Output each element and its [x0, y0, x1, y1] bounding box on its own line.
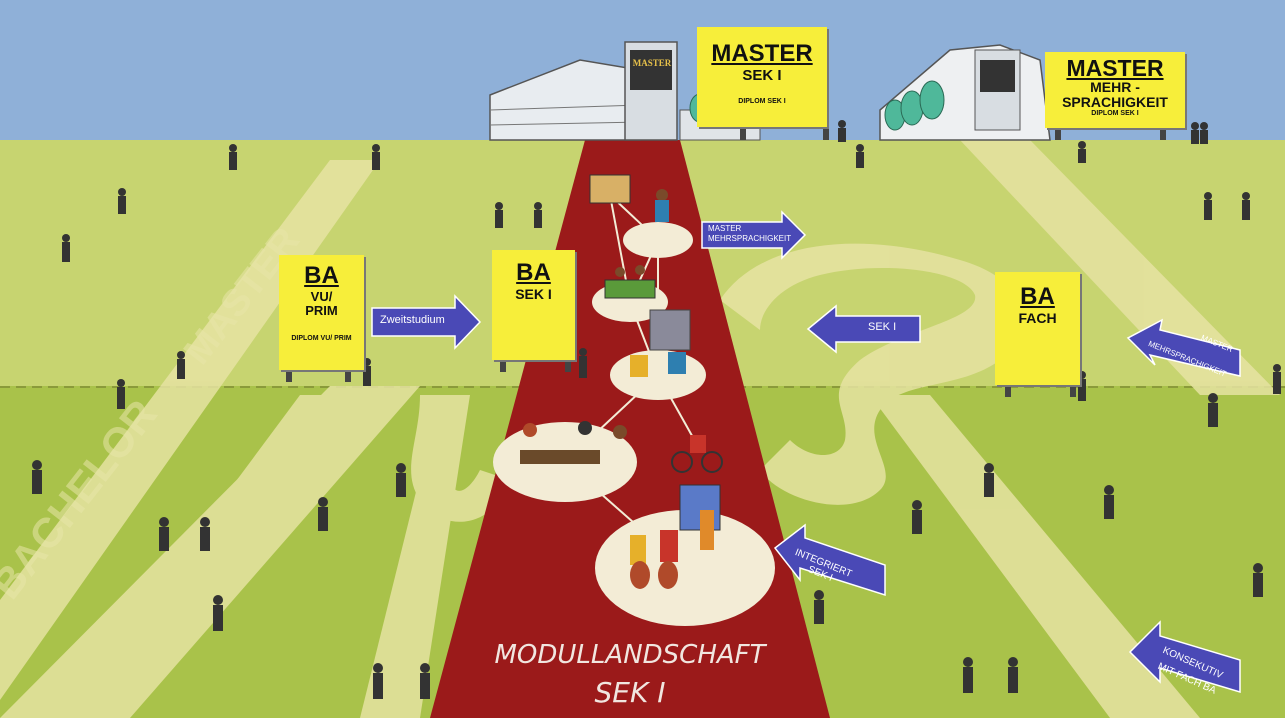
far-right-path [960, 140, 1280, 395]
sign-ba-fach-line1: FACH [1018, 310, 1057, 327]
silhouettes [32, 120, 1281, 699]
sign-posts [286, 125, 1166, 397]
sign-master-sek1: MASTER SEK I DIPLOM SEK I [697, 27, 827, 127]
sign-ba-vu-prim: BA VU/ PRIM DIPLOM VU/ PRIM [279, 255, 364, 370]
sign-ba-sek1-line1: SEK I [515, 286, 552, 303]
sign-master-mehr-line1: MEHR - [1090, 79, 1140, 96]
carpet-title: MODULLANDSCHAFT [494, 640, 766, 670]
sign-master-mehrsprachigkeit: MASTER MEHR - SPRACHIGKEIT DIPLOM SEK I [1045, 52, 1185, 128]
arrow-sek1 [806, 304, 921, 354]
arrow-integriert [773, 523, 886, 597]
arrow-master-mehr-label-2: MEHRSPRACHIGKEIT [708, 234, 792, 243]
sign-master-mehr-line2: SPRACHIGKEIT [1062, 93, 1168, 110]
sign-ba-fach-title: BA [1020, 283, 1055, 310]
winding-path-left [411, 395, 510, 522]
sign-master-mehr-title: MASTER [1066, 55, 1164, 81]
right-diagonal-path [870, 395, 1200, 718]
sign-master-mehr-diploma: DIPLOM SEK I [1091, 109, 1139, 117]
arrow-zweitstudium-label: Zweitstudium [380, 314, 445, 326]
sign-ba-sek1: BA SEK I [492, 250, 575, 360]
module-people [520, 174, 723, 589]
arrow-sek1-label: SEK I [868, 321, 897, 333]
sign-master-sek1-diploma: DIPLOM SEK I [738, 97, 786, 105]
left-vertical-path [60, 395, 380, 718]
arrow-zweitstudium [371, 294, 482, 350]
sign-ba-fach: BA FACH [995, 272, 1080, 385]
sign-ba-vu-line2: PRIM [305, 302, 338, 318]
carpet-subtitle: SEK I [594, 676, 666, 709]
arrow-master-mehrsprachigkeit [701, 210, 807, 260]
sign-ba-vu-title: BA [304, 262, 339, 289]
arrow-konsekutiv [1128, 620, 1241, 694]
sign-ba-sek1-title: BA [516, 259, 551, 286]
sign-master-sek1-line1: SEK I [742, 67, 782, 85]
sign-ba-vu-line1: VU/ [310, 289, 333, 305]
arrow-master-mehr-label-1: MASTER [708, 224, 742, 233]
building-label: MASTER [632, 58, 672, 68]
sign-master-sek1-title: MASTER [711, 40, 813, 67]
arrows [371, 210, 1241, 694]
winding-path [720, 243, 1024, 505]
university-building-right [879, 44, 1051, 141]
sign-ba-vu-diploma: DIPLOM VU/ PRIM [291, 335, 352, 343]
arrow-right-master [1126, 318, 1241, 377]
university-building-left [489, 41, 761, 141]
